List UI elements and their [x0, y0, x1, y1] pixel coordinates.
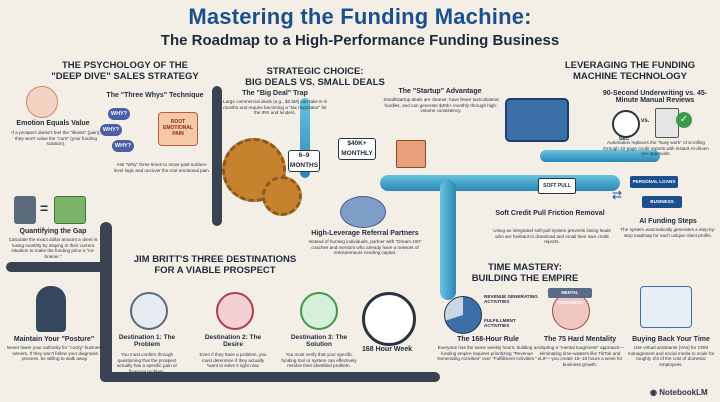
road-main: [6, 262, 106, 272]
shuffle-icon: ⇄: [612, 188, 623, 202]
underwriting-heading: 90-Second Underwriting vs. 45-Minute Man…: [602, 90, 708, 104]
whys-text: Ask "Why" three times to move past surfa…: [113, 162, 211, 173]
versus-label: vs.: [641, 118, 650, 124]
buy-heading: Buying Back Your Time: [632, 336, 710, 343]
root-pain-box: ROOT EMOTIONAL PAIN: [158, 112, 198, 146]
destination-2-text: Even if they have a problem, you must de…: [199, 352, 267, 369]
handshake-icon: [340, 196, 386, 228]
destination-3-heading: Destination 3: The Solution: [290, 334, 348, 348]
notebooklm-icon: ◉: [650, 388, 657, 397]
hour-week-label: 168 Hour Week: [361, 346, 413, 353]
soft-pull-text: Using an integrated soft-pull system pre…: [493, 228, 611, 245]
server-icon: [505, 98, 569, 142]
page-title: Mastering the Funding Machine:: [188, 4, 532, 29]
why-bubble-2: WHY?: [100, 124, 122, 136]
personal-loans-tag: PERSONAL LOANS: [630, 176, 678, 188]
soft-pull-box: SOFT PULL: [538, 178, 576, 194]
revenue-label: REVENUE GENERATING ACTIVITIES: [484, 294, 538, 304]
why-bubble-3: WHY?: [112, 140, 134, 152]
rule-heading: The 168-Hour Rule: [457, 336, 519, 343]
gap-heading: Quantifying the Gap: [19, 228, 87, 235]
notebooklm-logo: ◉ NotebookLM: [650, 388, 708, 397]
target-heart-icon: [216, 292, 254, 330]
clock-icon: [362, 292, 416, 346]
businessman-icon: [36, 286, 66, 332]
destination-1-heading: Destination 1: The Problem: [118, 334, 176, 348]
money-stack-icon: [54, 196, 86, 224]
sec-label: SEC: [618, 136, 630, 142]
emotion-heading: Emotion Equals Value: [16, 120, 90, 127]
posture-heading: Maintain Your "Posture": [13, 336, 95, 343]
broken-chain-icon: [130, 292, 168, 330]
road-bottom: [100, 372, 440, 382]
brain-icon: [552, 292, 590, 330]
pipe-right: [540, 150, 660, 162]
hard-text: Adopting a "mental toughness" approach—e…: [536, 345, 624, 367]
gap-text: Calculate the exact dollar amount a clie…: [8, 237, 98, 259]
road-up: [212, 86, 222, 226]
destination-2-heading: Destination 2: The Desire: [204, 334, 262, 348]
calculator-icon: [14, 196, 36, 224]
hard-heading: The 75 Hard Mentality: [543, 336, 617, 343]
mental-toughness-badge: MENTAL TOUGHNESS: [548, 288, 592, 305]
emotion-text: If a prospect doesn't feel the "illness"…: [11, 130, 101, 147]
months-badge: 6–9 MONTHS: [288, 150, 320, 172]
equals-icon: =: [40, 200, 49, 216]
destination-1-text: You must confirm through questioning tha…: [116, 352, 177, 374]
fulfillment-label: FULFILLMENT ACTIVITIES: [484, 318, 516, 328]
buy-text: Use virtual assistants (VAs) for CRM man…: [627, 345, 715, 367]
strategic-title: STRATEGIC CHOICE: BIG DEALS VS. SMALL DE…: [245, 66, 385, 88]
ai-steps-heading: AI Funding Steps: [639, 218, 697, 225]
big-deal-text: Large commercial deals (e.g., $2.5M) can…: [223, 99, 327, 116]
monthly-badge: $40K+ MONTHLY: [338, 138, 376, 160]
ai-steps-text: The system automatically generates a ste…: [620, 227, 716, 238]
pipe-down: [440, 180, 456, 300]
posture-text: Never lower your authority for "cocky" b…: [7, 345, 103, 362]
heart-icon: [26, 86, 58, 118]
underwriting-text: Automation replaces the "busy work" of s…: [603, 140, 709, 157]
technology-title: LEVERAGING THE FUNDING MACHINE TECHNOLOG…: [564, 60, 696, 82]
road-curve: [100, 222, 112, 382]
startup-heading: The "Startup" Advantage: [398, 88, 482, 95]
business-tag: BUSINESS: [642, 196, 682, 208]
page-subtitle: The Roadmap to a High-Performance Fundin…: [160, 32, 560, 49]
check-icon: ✓: [676, 112, 692, 128]
brand-label: NotebookLM: [659, 388, 708, 397]
why-bubble-1: WHY?: [108, 108, 130, 120]
clipboard-icon: [655, 108, 679, 138]
referral-heading: High-Leverage Referral Partners: [311, 230, 419, 237]
rule-text: Everyone has the same weekly hours; buil…: [437, 345, 537, 362]
destination-3-text: You must verify that your specific fundi…: [281, 352, 357, 369]
virtual-assistants-icon: [640, 286, 692, 328]
whys-heading: The "Three Whys" Technique: [106, 92, 204, 99]
psychology-title: THE PSYCHOLOGY OF THE "DEEP DIVE" SALES …: [51, 60, 199, 82]
soft-pull-heading: Soft Credit Pull Friction Removal: [495, 210, 605, 217]
storefront-icon: [396, 140, 426, 168]
referral-text: Instead of hunting individuals, partner …: [308, 239, 422, 256]
startup-text: Small/startup deals are cleaner, have fe…: [383, 97, 499, 114]
checkmark-shield-icon: [300, 292, 338, 330]
time-title: TIME MASTERY: BUILDING THE EMPIRE: [471, 262, 579, 284]
gear-icon-small: [262, 176, 302, 216]
pipe-main: [380, 175, 620, 191]
timer-icon: [612, 110, 640, 138]
pipe-top: [300, 98, 310, 178]
pie-chart-icon: [444, 296, 482, 334]
destinations-title: JIM BRITT'S THREE DESTINATIONS FOR A VIA…: [133, 254, 297, 276]
big-deal-heading: The "Big Deal" Trap: [242, 90, 308, 97]
